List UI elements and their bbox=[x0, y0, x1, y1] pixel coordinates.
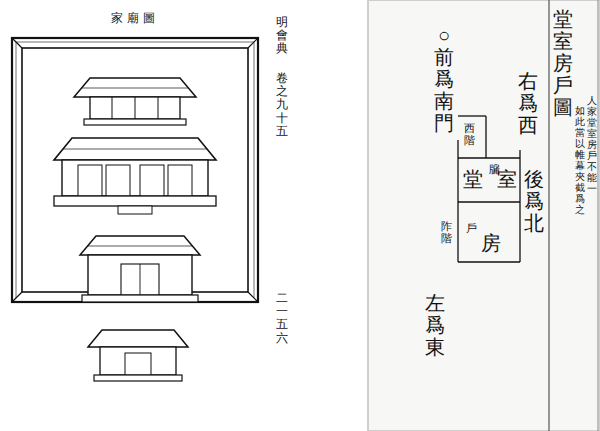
annotation: 人家堂室房戶不能一 bbox=[587, 95, 597, 194]
main-gate bbox=[80, 236, 200, 302]
direction-label: ○前爲南門 bbox=[434, 24, 454, 134]
room-label: 房 bbox=[481, 232, 501, 254]
roof-tiles bbox=[88, 246, 192, 247]
wall-corner bbox=[248, 38, 258, 48]
rear-hall bbox=[74, 78, 196, 125]
room-label: 室 bbox=[497, 168, 517, 190]
wall-hatch bbox=[254, 42, 255, 298]
hall-body bbox=[90, 97, 180, 119]
plan-line bbox=[458, 201, 520, 202]
roof-tiles bbox=[63, 149, 207, 150]
figure-title: 家廟圖 bbox=[111, 12, 159, 25]
gate-body bbox=[100, 347, 176, 375]
roof bbox=[80, 236, 200, 255]
roof bbox=[54, 138, 216, 160]
platform bbox=[82, 295, 198, 302]
wall-hatch bbox=[16, 42, 17, 298]
door-label: 戶 bbox=[466, 222, 477, 234]
roof bbox=[88, 330, 188, 347]
roof bbox=[74, 78, 196, 97]
plan-line bbox=[458, 261, 520, 262]
panel-ground bbox=[368, 0, 600, 431]
gate-door bbox=[140, 264, 141, 295]
door-panel bbox=[168, 165, 192, 196]
volume-number: 卷之九十五 bbox=[276, 72, 288, 138]
main-hall bbox=[54, 138, 216, 214]
door-panel bbox=[78, 165, 102, 196]
annotation: 如此當以帷幕夾截爲之 bbox=[575, 105, 585, 215]
column bbox=[158, 97, 159, 119]
gate-door bbox=[125, 353, 151, 375]
outer-gate bbox=[88, 330, 188, 381]
right-panel bbox=[368, 0, 600, 431]
direction-label: 右爲西 bbox=[518, 70, 538, 136]
plan-line bbox=[519, 150, 520, 262]
compound-wall bbox=[12, 38, 258, 302]
column-rule bbox=[548, 0, 549, 431]
wall-corner bbox=[12, 292, 22, 302]
diagram-title: 堂室房戶圖 bbox=[553, 8, 573, 118]
plan-line bbox=[458, 115, 486, 116]
stair-label: 西階 bbox=[464, 122, 475, 146]
page-number: 二一五六 bbox=[276, 292, 288, 345]
outer-wall bbox=[12, 38, 258, 302]
steps bbox=[118, 206, 152, 214]
wall-corner bbox=[248, 292, 258, 302]
room-label: 堂 bbox=[463, 168, 483, 190]
book-title: 明會典 bbox=[276, 16, 288, 56]
column bbox=[112, 97, 113, 119]
gate-body bbox=[88, 255, 192, 295]
plan-line bbox=[458, 157, 520, 158]
direction-label: 左爲東 bbox=[425, 292, 445, 358]
platform bbox=[84, 119, 186, 125]
plan-line bbox=[485, 116, 486, 158]
platform bbox=[94, 375, 182, 381]
column bbox=[135, 97, 136, 119]
door-panel bbox=[106, 165, 130, 196]
direction-label: 後爲北 bbox=[524, 168, 544, 234]
stair-label: 阼階 bbox=[441, 220, 452, 244]
column-rule bbox=[598, 0, 599, 431]
gate-door bbox=[121, 264, 159, 295]
platform bbox=[54, 196, 216, 206]
door-panel bbox=[140, 165, 164, 196]
roof-tiles bbox=[82, 88, 188, 89]
wall-corner bbox=[12, 38, 22, 48]
wall-hatch bbox=[16, 42, 254, 43]
hall-body bbox=[62, 160, 208, 196]
